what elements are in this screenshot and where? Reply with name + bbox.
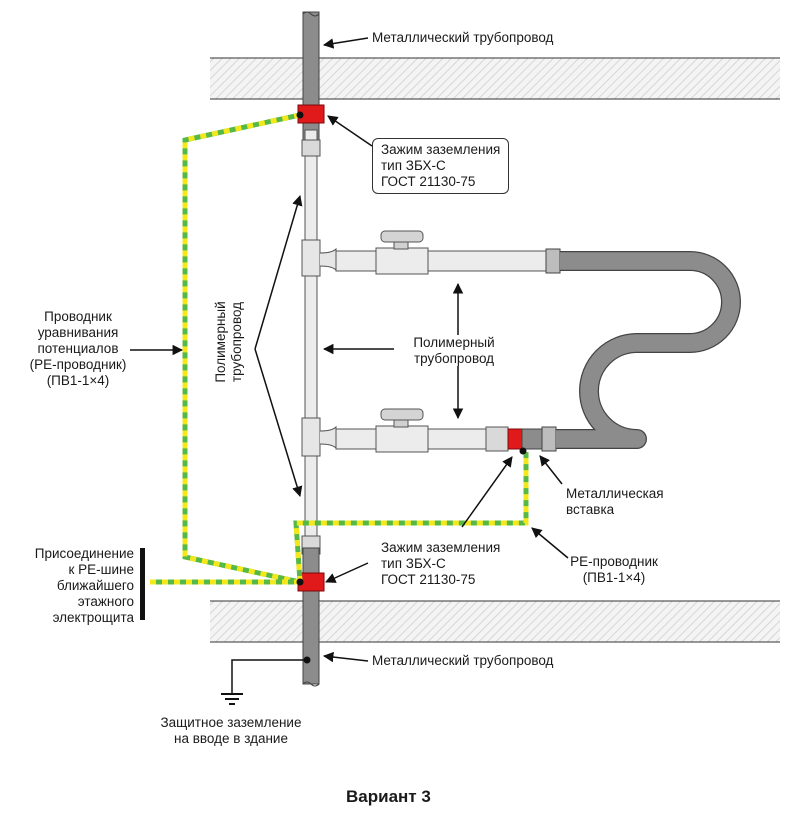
polymer-riser	[301, 129, 321, 555]
metal-pipe-bottom	[302, 547, 320, 687]
potential-line-3: потенциалов	[37, 341, 119, 356]
label-metal-pipe-bottom: Металлический трубопровод	[372, 653, 554, 668]
potential-line-1: Проводник	[44, 309, 112, 324]
label-polymer-vertical: Полимерный трубопровод	[213, 287, 245, 397]
leader-lines	[130, 37, 569, 663]
clamp-top-line-2: тип ЗБХ-С	[381, 158, 446, 173]
pe-wire-main	[182, 112, 301, 585]
floor-slab	[210, 600, 780, 643]
label-pe-conductor: PE-проводник (ПВ1-1×4)	[566, 554, 662, 586]
upper-branch	[319, 230, 561, 275]
clamp-bottom-line-2: тип ЗБХ-С	[381, 556, 446, 571]
ceiling-slab	[210, 57, 780, 100]
polymer-center-line-1: Полимерный	[413, 335, 495, 350]
label-polymer-center: Полимерный трубопровод	[398, 335, 510, 367]
ground-symbol	[221, 656, 311, 705]
connection-line-5: электрощита	[52, 610, 134, 625]
connection-line-4: этажного	[77, 594, 134, 609]
label-metal-pipe-top: Металлический трубопровод	[372, 30, 554, 45]
pe-wire-insert	[293, 452, 529, 583]
clamp-bottom-line-3: ГОСТ 21130-75	[381, 572, 476, 587]
lower-branch	[319, 408, 557, 453]
metal-insert-line-2: вставка	[566, 502, 615, 517]
potential-line-2: уравнивания	[37, 325, 119, 340]
label-metal-insert: Металлическая вставка	[566, 486, 664, 518]
connection-line-1: Присоединение	[34, 546, 134, 561]
protective-ground-line-2: на вводе в здание	[174, 731, 288, 746]
pe-conductor-line-2: (ПВ1-1×4)	[582, 570, 646, 585]
connection-line-2: к PE-шине	[68, 562, 135, 577]
clamp-bottom-line-1: Зажим заземления	[381, 540, 501, 555]
protective-ground-line-1: Защитное заземление	[160, 715, 302, 730]
clamp-top-line-1: Зажим заземления	[381, 142, 501, 157]
label-protective-ground: Защитное заземление на вводе в здание	[146, 715, 316, 747]
metal-insert-line-1: Металлическая	[566, 486, 664, 501]
pe-bus-bar	[140, 548, 145, 620]
diagram-caption: Вариант 3	[346, 787, 431, 806]
potential-line-5: (ПВ1-1×4)	[46, 373, 110, 388]
connection-line-3: ближайшего	[56, 578, 134, 593]
clamp-top-line-3: ГОСТ 21130-75	[381, 174, 476, 189]
label-connection: Присоединение к PE-шине ближайшего этажн…	[20, 546, 134, 626]
label-clamp-top: Зажим заземления тип ЗБХ-С ГОСТ 21130-75	[372, 138, 510, 194]
pe-conductor-line-1: PE-проводник	[570, 554, 658, 569]
label-clamp-bottom: Зажим заземления тип ЗБХ-С ГОСТ 21130-75	[381, 540, 500, 588]
polymer-vertical-line-2: трубопровод	[229, 301, 244, 383]
polymer-vertical-line-1: Полимерный	[213, 301, 228, 383]
polymer-center-line-2: трубопровод	[413, 351, 495, 366]
label-potential-conductor: Проводник уравнивания потенциалов (PE-пр…	[28, 309, 128, 389]
potential-line-4: (PE-проводник)	[29, 357, 127, 372]
